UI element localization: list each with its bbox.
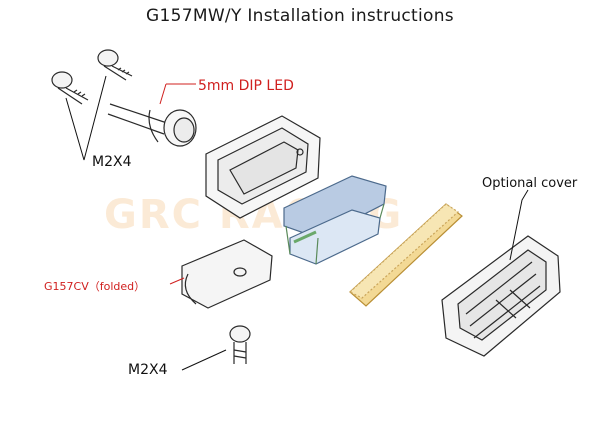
optional-cover — [441, 235, 561, 357]
screw-bottom — [229, 325, 251, 364]
light-housing — [205, 115, 321, 219]
page-title: G157MW/Y Installation instructions — [146, 6, 454, 26]
led-component — [107, 103, 197, 147]
amber-lens — [348, 203, 463, 307]
g157cv-holder — [181, 239, 273, 309]
leader-lines — [65, 75, 529, 371]
holder-label: G157CV（folded） — [44, 280, 146, 293]
screw-top-right — [97, 49, 133, 81]
screw-bottom-label: M2X4 — [128, 362, 168, 378]
screw-top-left — [51, 71, 89, 105]
optional-cover-label: Optional cover — [482, 176, 578, 191]
screws-top-label: M2X4 — [92, 154, 132, 170]
reflector-bracket — [283, 175, 387, 265]
led-label: 5mm DIP LED — [198, 78, 294, 94]
